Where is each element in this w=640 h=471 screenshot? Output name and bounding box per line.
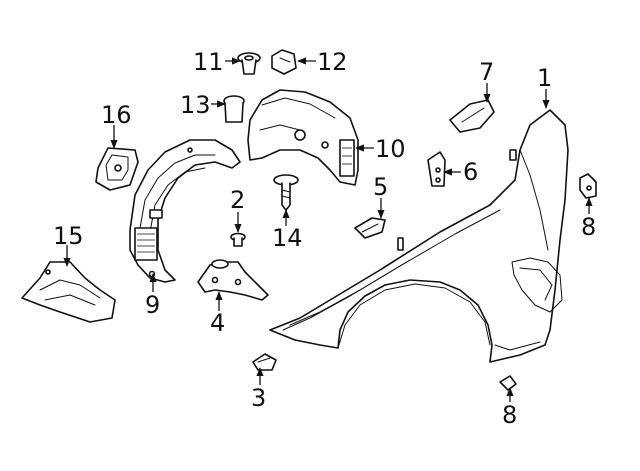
clip-12-part (271, 49, 297, 75)
push-pin-2-part (230, 232, 246, 247)
callout-8-lower: 8 (502, 401, 517, 429)
callout-14: 14 (272, 224, 303, 252)
bracket-7-part (449, 99, 495, 133)
callout-3: 3 (251, 384, 266, 412)
callout-11: 11 (193, 48, 224, 76)
callout-1: 1 (537, 64, 552, 92)
callout-4: 4 (210, 309, 225, 337)
callout-7: 7 (479, 58, 494, 86)
callout-15: 15 (53, 222, 84, 250)
rear-liner-part (247, 89, 359, 186)
callout-8-upper: 8 (581, 213, 596, 241)
fender-liner-part (129, 139, 241, 283)
bracket-5-part (354, 217, 386, 239)
splash-shield-part (21, 261, 116, 323)
screw-14-part (273, 174, 299, 211)
callout-9: 9 (145, 291, 160, 319)
callout-13: 13 (180, 91, 211, 119)
callout-6: 6 (463, 158, 478, 186)
callout-16: 16 (101, 101, 132, 129)
bracket-4-part (197, 259, 269, 301)
grommet-13-part (223, 95, 245, 123)
bracket-6-part (427, 151, 446, 187)
callout-5: 5 (373, 173, 388, 201)
fender-part (269, 109, 569, 363)
callout-2: 2 (230, 186, 245, 214)
callout-10: 10 (375, 135, 406, 163)
clip-3-part (252, 353, 277, 371)
clip-8-lower-part (499, 375, 517, 391)
clip-8-upper-part (579, 173, 597, 199)
bracket-16-part (95, 147, 139, 191)
callout-numbers: 1 2 3 4 5 6 7 8 8 9 10 11 12 13 14 15 16 (53, 48, 596, 429)
nut-11-part (237, 52, 261, 75)
callout-12: 12 (317, 48, 348, 76)
callout-lines (63, 57, 593, 402)
